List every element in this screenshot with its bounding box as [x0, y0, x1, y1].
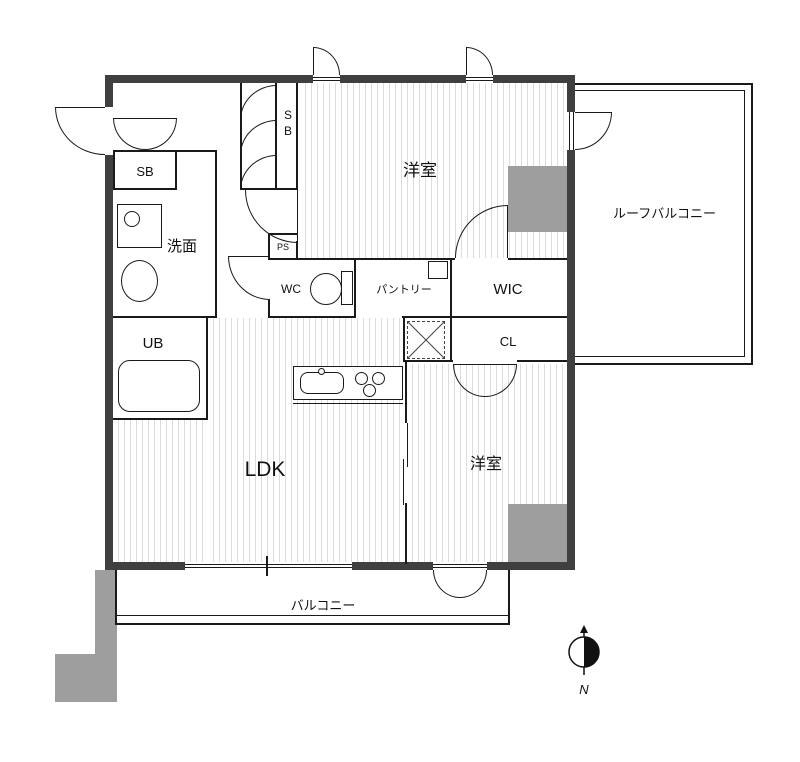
- ldk-window-line: [185, 567, 352, 568]
- hatched-void-x: [407, 321, 445, 359]
- label-balcony: バルコニー: [290, 597, 356, 613]
- label-room-bottom: 洋室: [469, 456, 502, 473]
- balcony-door-arc: [460, 570, 487, 598]
- top-window-line: [313, 80, 340, 81]
- wall-segment: [296, 83, 298, 190]
- balcony-edge-left: [115, 570, 117, 625]
- bathtub: [118, 360, 200, 412]
- wall-segment: [405, 362, 407, 423]
- roof-door-line: [573, 112, 574, 150]
- wall-segment: [405, 503, 407, 564]
- label-sb-hall: SB: [281, 108, 295, 140]
- roof-balcony-edge-right: [751, 83, 753, 365]
- wall-segment: [113, 418, 208, 420]
- wall-segment: [508, 258, 567, 260]
- wall-segment: [405, 360, 453, 362]
- label-sb-entrance: SB: [136, 163, 154, 179]
- label-cl: CL: [499, 333, 517, 349]
- wall-segment: [354, 260, 356, 316]
- top-window-line: [313, 77, 340, 78]
- kitchen-faucet: [318, 368, 325, 375]
- wall-segment: [177, 150, 217, 152]
- label-ps: PS: [276, 242, 289, 252]
- balcony-door-line: [433, 564, 487, 565]
- column-block-top-right: [508, 166, 575, 232]
- kitchen-sink: [300, 372, 344, 394]
- entrance-door-arc: [55, 107, 105, 155]
- roof-balcony-rail-bottom: [575, 356, 745, 357]
- ldk-window-line: [185, 564, 352, 565]
- wall-segment: [450, 260, 452, 362]
- top-window-line: [466, 77, 493, 78]
- wall-segment: [268, 300, 270, 318]
- roof-balcony-edge-bottom: [575, 363, 753, 365]
- roof-door-opening: [567, 112, 575, 150]
- toilet-bowl: [310, 273, 342, 305]
- wall-segment: [296, 241, 298, 260]
- entrance-opening: [105, 107, 113, 155]
- label-wc: WC: [281, 282, 301, 296]
- stove-burner: [372, 372, 385, 385]
- label-roof-balcony: ルーフバルコニー: [613, 205, 716, 221]
- hatched-void: [407, 321, 445, 359]
- wall-segment: [215, 150, 217, 318]
- balcony-edge-bottom: [115, 623, 510, 625]
- wall-segment: [240, 83, 242, 190]
- sliding-door-panel: [403, 459, 404, 505]
- wall-segment: [206, 318, 208, 420]
- washer-pan: [117, 204, 162, 248]
- balcony-rail-inner: [115, 615, 510, 616]
- top-window-line: [466, 80, 493, 81]
- label-washroom: 洗面: [166, 237, 197, 255]
- label-compass-north: N: [579, 681, 589, 697]
- balcony-door-opening: [433, 562, 487, 570]
- label-pantry: パントリー: [376, 284, 432, 296]
- ldk-window-mullion: [266, 556, 268, 576]
- washer-drain: [124, 211, 140, 227]
- column-block-bottom-right: [508, 504, 575, 570]
- floor-ldk-main: [208, 318, 405, 562]
- roof-balcony-edge-top: [575, 83, 753, 85]
- floor-ldk-left: [113, 420, 208, 562]
- structure-bottom-left-foot: [55, 654, 117, 702]
- roof-door-line: [569, 112, 570, 150]
- shoe-box: [113, 150, 177, 190]
- top-window-arc: [466, 47, 493, 75]
- balcony-door-arc: [433, 570, 460, 598]
- sliding-door-panel: [407, 423, 408, 467]
- wall-segment: [402, 316, 567, 318]
- roof-balcony-door-arc: [575, 112, 612, 150]
- wall-segment: [113, 316, 217, 318]
- counter-front-line: [293, 403, 403, 404]
- compass: [560, 625, 608, 677]
- compass-icon: [568, 625, 600, 675]
- pantry-column: [428, 261, 448, 279]
- wall-segment: [517, 360, 567, 362]
- washbasin: [121, 260, 158, 302]
- wall-segment: [268, 258, 455, 260]
- stove-burner: [363, 384, 376, 397]
- wall-segment: [268, 316, 356, 318]
- top-window-opening: [313, 75, 340, 83]
- wall-segment: [403, 318, 405, 362]
- roof-balcony-rail-top: [575, 90, 745, 91]
- label-ub: UB: [142, 334, 164, 352]
- toilet-tank: [341, 271, 353, 305]
- kitchen-counter: [293, 366, 403, 400]
- ldk-window-opening: [185, 562, 352, 570]
- stove-burner: [355, 372, 368, 385]
- label-wic: WIC: [493, 280, 523, 298]
- top-window-opening: [466, 75, 493, 83]
- label-room-top: 洋室: [403, 160, 437, 180]
- balcony-door-line: [433, 567, 487, 568]
- wall-segment: [268, 233, 270, 260]
- top-window-arc: [313, 47, 340, 75]
- label-ldk: LDK: [244, 458, 286, 481]
- roof-balcony-rail-right: [744, 90, 745, 357]
- balcony-edge-right: [508, 570, 510, 625]
